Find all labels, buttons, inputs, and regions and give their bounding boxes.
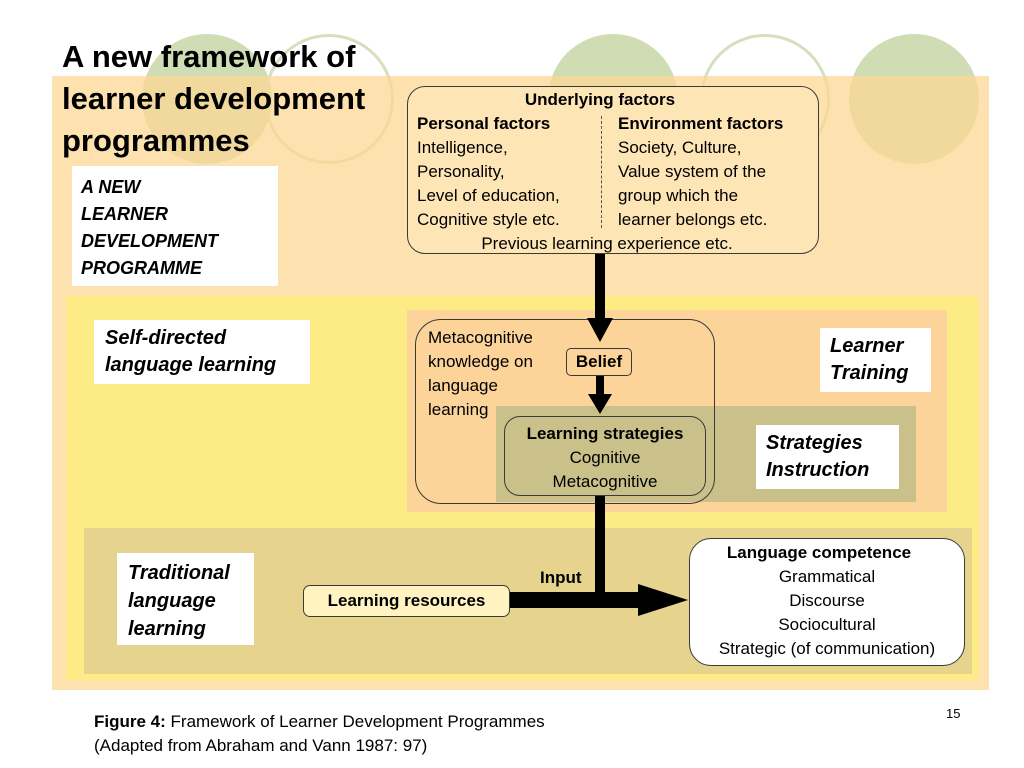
label-line: Training	[830, 362, 909, 384]
self-directed-label: Self-directed language learning	[94, 320, 310, 384]
caption-label: Figure 4:	[94, 712, 166, 731]
learning-strategies-text: Learning strategies Cognitive Metacognit…	[504, 422, 706, 494]
environment-factors: Environment factors Society, Culture, Va…	[618, 112, 783, 232]
personal-line: Cognitive style etc.	[417, 210, 560, 229]
metacognitive-line: learning	[428, 400, 489, 419]
figure-caption: Figure 4: Framework of Learner Developme…	[94, 710, 545, 758]
arrow-shaft-underlying	[595, 254, 605, 322]
label-line: DEVELOPMENT	[81, 231, 219, 251]
factor-divider	[601, 116, 602, 228]
arrow-head-resources	[638, 584, 688, 616]
input-label: Input	[540, 568, 582, 587]
label-line: Self-directed	[105, 327, 227, 349]
caption-line: Figure 4: Framework of Learner Developme…	[94, 710, 545, 734]
caption-text: Framework of Learner Development Program…	[165, 712, 545, 731]
title-line: A new framework of	[62, 39, 356, 74]
personal-line: Personality,	[417, 162, 505, 181]
personal-line: Level of education,	[417, 186, 560, 205]
competence-heading: Language competence	[726, 543, 912, 562]
metacognitive-line: language	[428, 376, 498, 395]
metacognitive-knowledge-box	[415, 319, 715, 504]
competence-line: Grammatical	[778, 567, 876, 586]
title-line: programmes	[62, 123, 250, 158]
strategies-line: Metacognitive	[552, 472, 658, 491]
page-number: 15	[946, 706, 961, 721]
learning-resources-box: Learning resources	[303, 585, 510, 617]
language-competence-text: Language competence Grammatical Discours…	[689, 541, 965, 661]
personal-heading: Personal factors	[417, 114, 551, 133]
learning-resources-label: Learning resources	[327, 591, 486, 610]
environment-line: group which the	[618, 186, 739, 205]
underlying-factors-box	[407, 86, 819, 254]
belief-label: Belief	[575, 352, 623, 371]
learning-strategies-box	[504, 416, 706, 496]
label-line: learning	[128, 618, 206, 640]
personal-factors: Personal factors Intelligence, Personali…	[417, 112, 560, 232]
environment-line: learner belongs etc.	[618, 210, 768, 229]
strategies-instruction-label: Strategies Instruction	[756, 425, 899, 489]
metacognitive-text: Metacognitive knowledge on language lear…	[428, 326, 533, 422]
learner-training-label: Learner Training	[820, 328, 931, 392]
metacognitive-line: Metacognitive	[428, 328, 533, 347]
traditional-learning-label: Traditional language learning	[117, 553, 254, 645]
competence-line: Sociocultural	[778, 615, 876, 634]
competence-line: Strategic (of communication)	[718, 639, 936, 658]
label-line: LEARNER	[81, 204, 169, 224]
label-line: language	[128, 590, 216, 612]
caption-source: (Adapted from Abraham and Vann 1987: 97)	[94, 736, 428, 755]
arrow-head-belief	[588, 394, 612, 414]
title-line: learner development	[62, 81, 366, 116]
label-line: language learning	[105, 354, 277, 376]
label-line: Learner	[830, 335, 904, 357]
arrow-shaft-strategies	[595, 496, 605, 606]
label-line: PROGRAMME	[81, 258, 202, 278]
new-programme-label: A NEW LEARNER DEVELOPMENT PROGRAMME	[72, 166, 278, 286]
belief-box: Belief	[566, 348, 632, 376]
arrow-shaft-resources	[507, 592, 642, 608]
competence-line: Discourse	[789, 591, 865, 610]
language-competence-box	[689, 538, 965, 666]
underlying-footer: Previous learning experience etc.	[481, 234, 733, 253]
label-line: A NEW	[81, 177, 141, 197]
label-line: Strategies	[766, 432, 863, 454]
environment-line: Value system of the	[618, 162, 767, 181]
environment-heading: Environment factors	[618, 114, 784, 133]
page-title: A new framework of learner development p…	[62, 36, 365, 162]
strategies-heading: Learning strategies	[526, 424, 684, 443]
arrow-head-underlying	[587, 318, 613, 342]
strategies-line: Cognitive	[569, 448, 641, 467]
arrow-shaft-belief	[596, 376, 604, 398]
underlying-heading: Underlying factors	[524, 90, 676, 109]
personal-line: Intelligence,	[417, 138, 508, 157]
label-line: Instruction	[766, 459, 870, 481]
label-line: Traditional	[128, 562, 230, 584]
environment-line: Society, Culture,	[618, 138, 742, 157]
metacognitive-line: knowledge on	[428, 352, 533, 371]
